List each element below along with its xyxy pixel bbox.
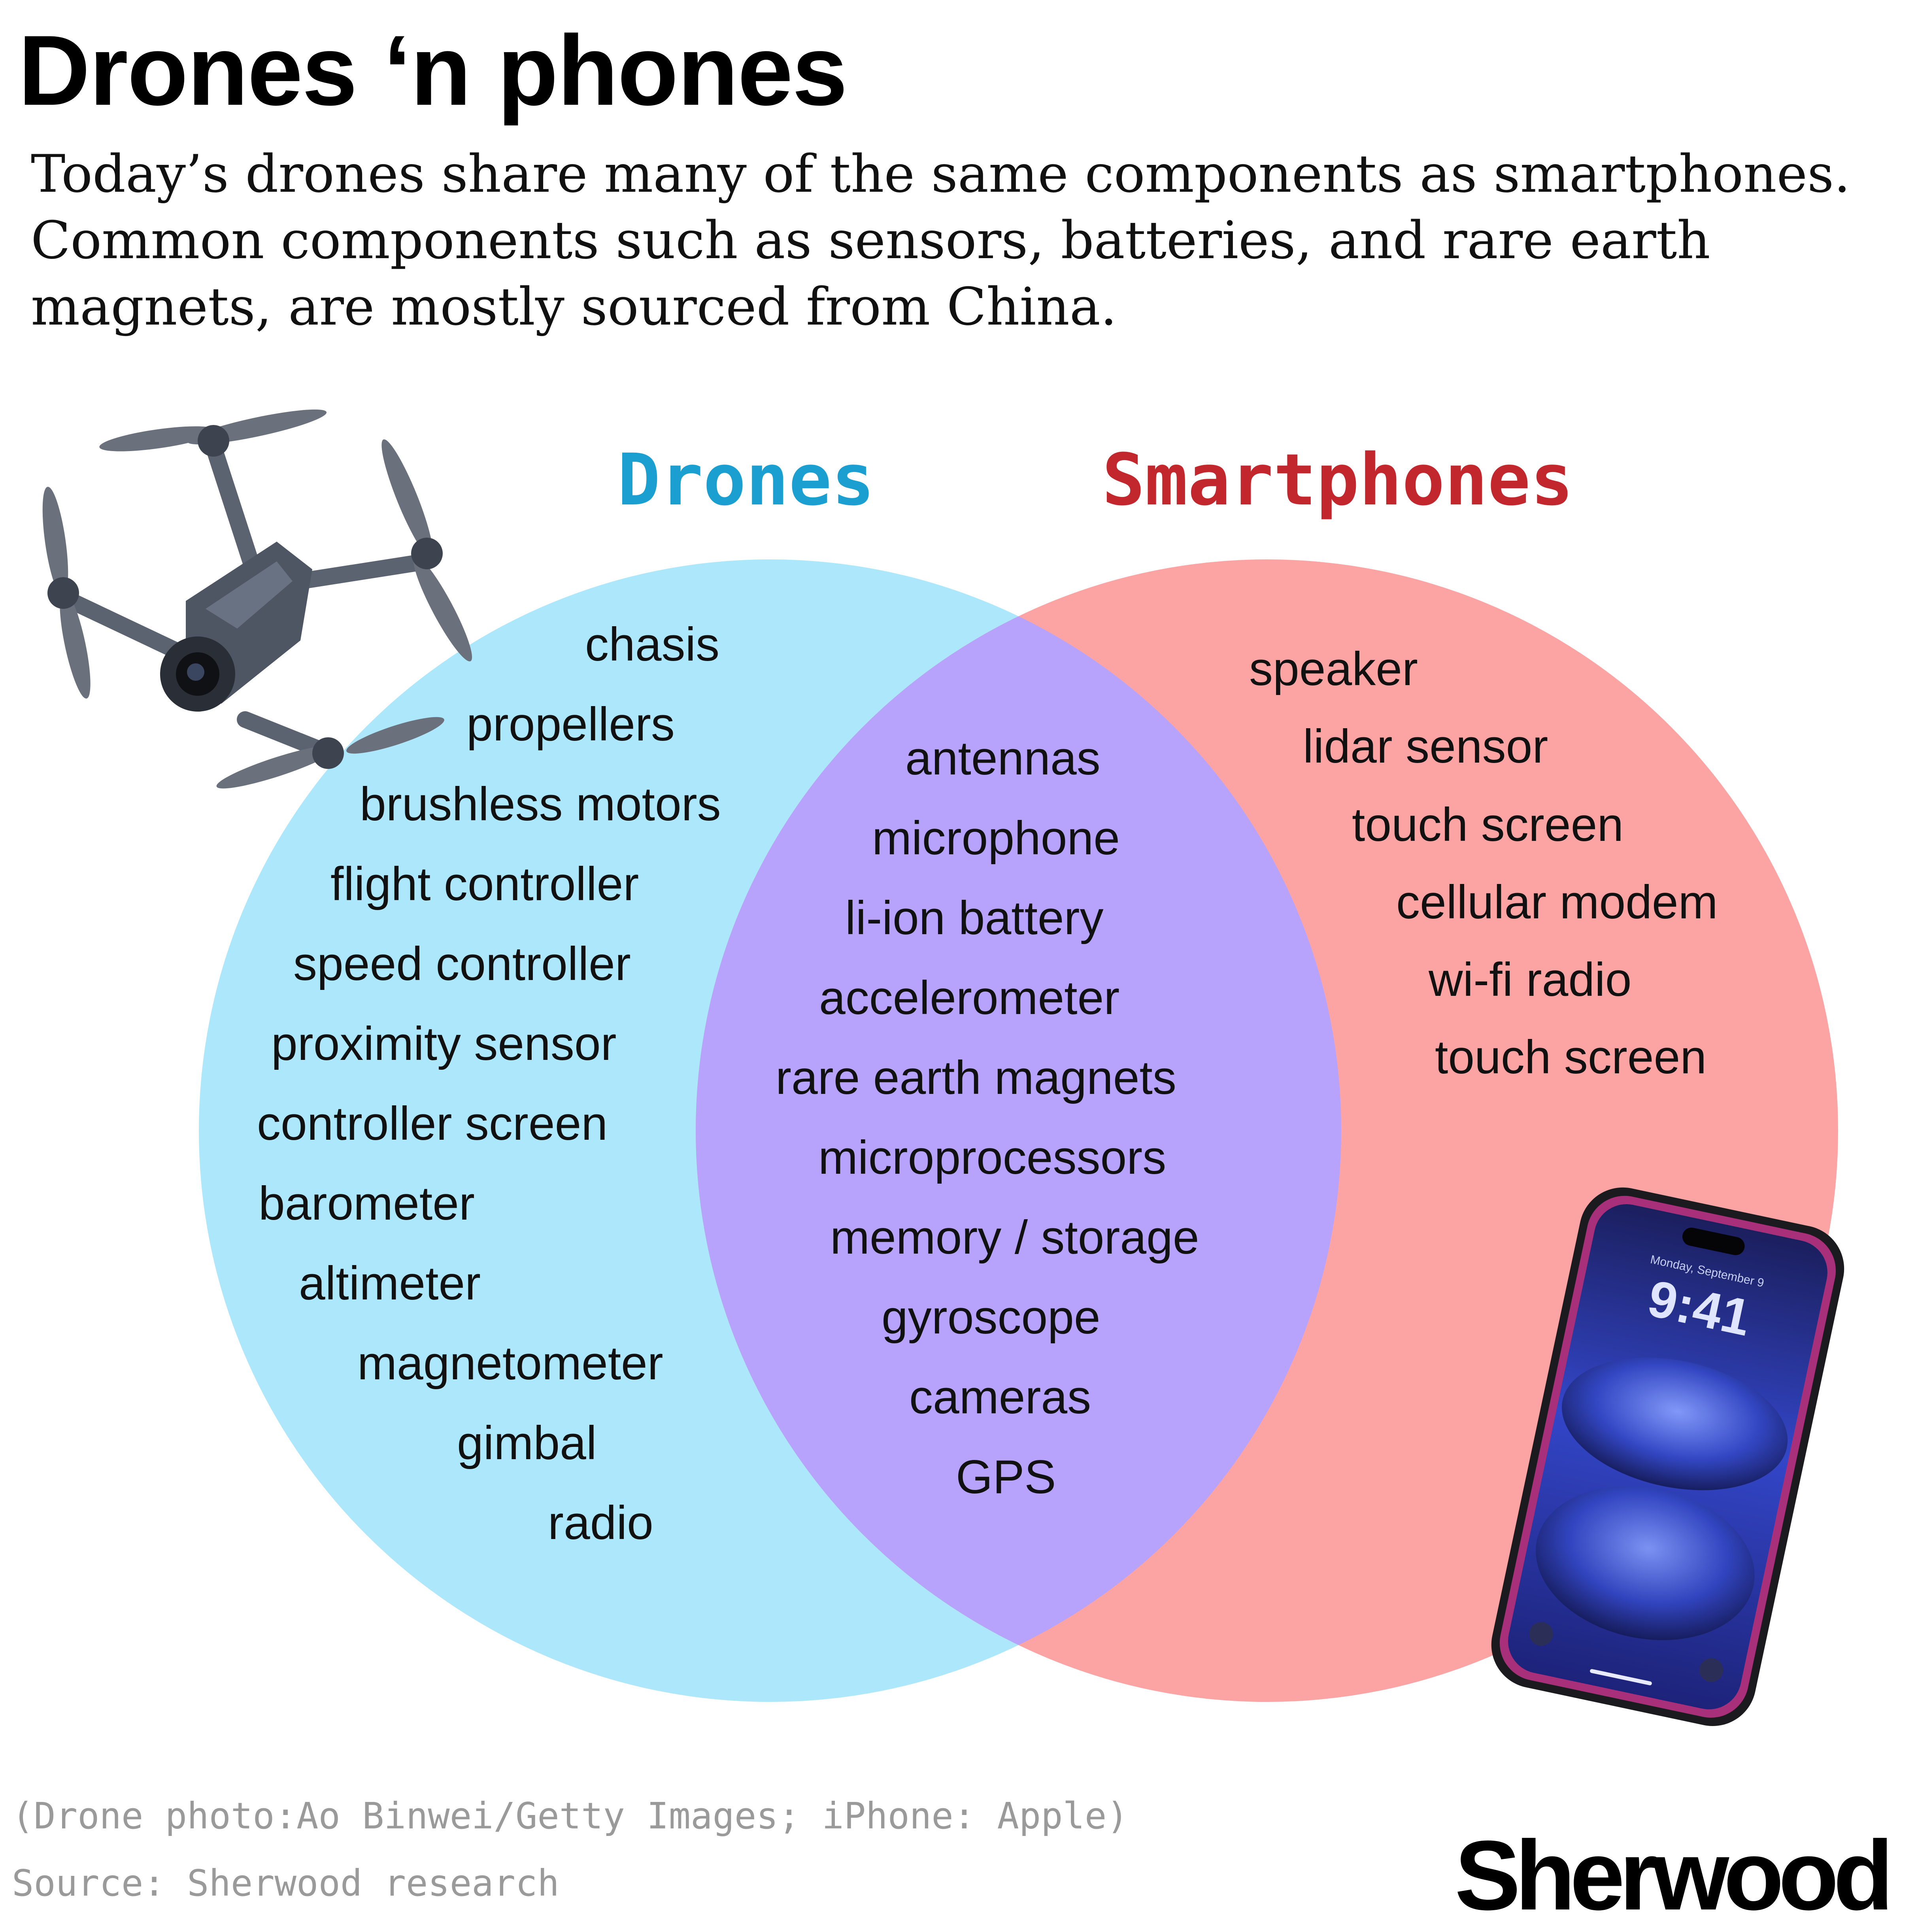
list-item: controller screen [257, 1097, 608, 1150]
list-item: wi-fi radio [1429, 953, 1632, 1006]
list-item: propellers [466, 698, 675, 751]
subtitle: Today’s drones share many of the same co… [31, 144, 1850, 337]
list-item: speed controller [293, 937, 631, 990]
list-item: radio [548, 1496, 653, 1549]
list-item: cameras [909, 1371, 1091, 1424]
list-item: cellular modem [1396, 876, 1718, 929]
smartphone-image: Monday, September 9 9:41 [1491, 1187, 1844, 1726]
list-item: memory / storage [830, 1211, 1199, 1264]
list-item: chasis [585, 618, 720, 671]
brand-logo: Sherwood [1455, 1820, 1893, 1930]
list-item: barometer [259, 1177, 475, 1230]
photo-credit: (Drone photo:Ao Binwei/Getty Images; iPh… [12, 1795, 1129, 1837]
list-item: antennas [905, 732, 1101, 785]
page-title: Drones ‘n phones [18, 15, 848, 126]
smartphones-set-title: Smartphones [1102, 439, 1574, 521]
list-item: flight controller [330, 857, 639, 910]
list-item: magnetometer [357, 1337, 663, 1390]
list-item: rare earth magnets [776, 1051, 1176, 1104]
list-item: touch screen [1352, 798, 1624, 851]
list-item: gyroscope [882, 1291, 1101, 1344]
list-item: lidar sensor [1303, 720, 1548, 773]
overlap-region [696, 559, 1341, 1702]
list-item: touch screen [1435, 1031, 1707, 1084]
list-item: accelerometer [819, 971, 1120, 1024]
list-item: microprocessors [818, 1131, 1167, 1184]
list-item: gimbal [457, 1416, 597, 1469]
drones-set-title: Drones [617, 439, 875, 521]
list-item: speaker [1249, 642, 1418, 695]
drone-image [42, 409, 472, 789]
list-item: brushless motors [360, 778, 721, 831]
list-item: GPS [956, 1450, 1056, 1503]
list-item: li-ion battery [845, 891, 1104, 944]
source-note: Source: Sherwood research [12, 1862, 559, 1904]
list-item: proximity sensor [271, 1017, 617, 1070]
list-item: altimeter [299, 1257, 481, 1310]
list-item: microphone [872, 812, 1120, 865]
